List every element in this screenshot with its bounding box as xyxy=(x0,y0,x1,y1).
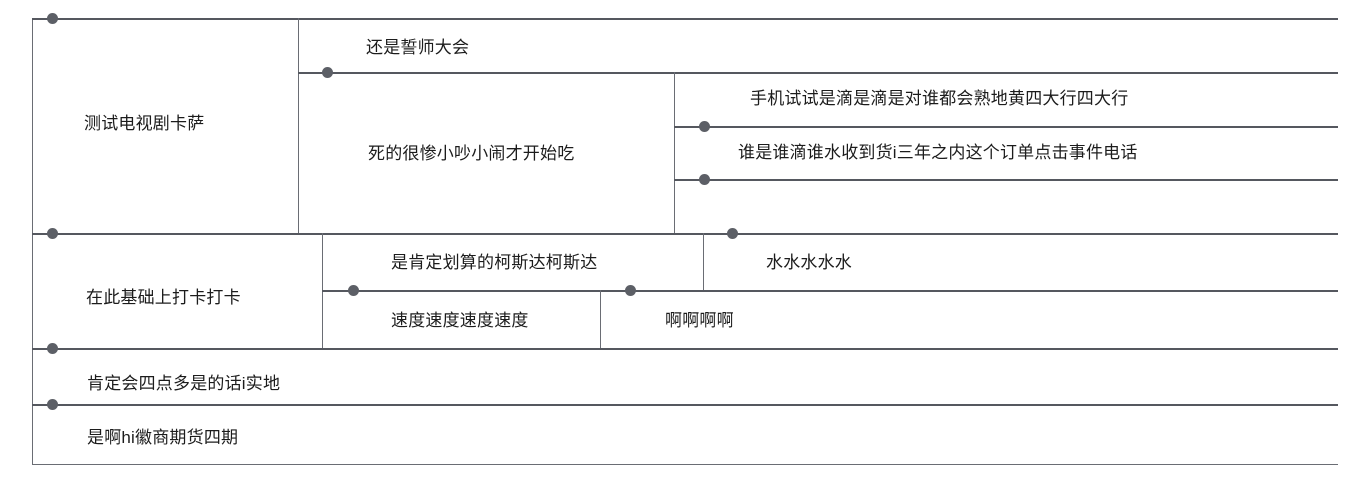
column-divider-l2-g1 xyxy=(674,72,675,233)
node-label-n2-1: 是肯定划算的柯斯达柯斯达 xyxy=(391,253,598,272)
node-dot-n1[interactable] xyxy=(47,13,58,24)
node-label-n2-1-1: 水水水水水 xyxy=(766,253,852,272)
node-dot-n2-1-1[interactable] xyxy=(727,228,738,239)
node-label-n2: 在此基础上打卡打卡 xyxy=(86,288,241,307)
frame-bottom-border xyxy=(32,464,1338,465)
connector-n2-top xyxy=(32,233,1338,235)
column-divider-l2-g2-b xyxy=(600,290,601,348)
node-label-n2-2-1: 啊啊啊啊 xyxy=(665,311,734,330)
node-dot-n2[interactable] xyxy=(47,228,58,239)
node-label-n1-2-2: 谁是谁滴谁水收到货i三年之内这个订单点击事件电话 xyxy=(738,143,1138,162)
node-dot-n4[interactable] xyxy=(47,399,58,410)
connector-n4-top xyxy=(32,404,1338,406)
column-divider-l2-g2-a xyxy=(703,233,704,291)
column-divider-l1-g1 xyxy=(298,18,299,233)
node-label-n3: 肯定会四点多是的话i实地 xyxy=(87,374,281,393)
node-label-n1-1: 还是誓师大会 xyxy=(366,38,470,57)
connector-n2-2 xyxy=(322,290,1338,292)
connector-n3-top xyxy=(32,348,1338,350)
node-dot-n1-2-2[interactable] xyxy=(699,121,710,132)
node-label-n2-2: 速度速度速度速度 xyxy=(391,311,529,330)
connector-n1-2 xyxy=(298,72,1338,74)
node-label-n1-2-1: 手机试试是滴是滴是对谁都会熟地黄四大行四大行 xyxy=(750,89,1129,108)
node-dot-n2-2[interactable] xyxy=(348,285,359,296)
node-label-n1-2: 死的很惨小吵小闹才开始吃 xyxy=(368,144,575,163)
node-label-n4: 是啊hi徽商期货四期 xyxy=(87,428,239,447)
node-dot-n1-2-3[interactable] xyxy=(699,174,710,185)
node-label-n1: 测试电视剧卡萨 xyxy=(84,114,205,133)
node-dot-n3[interactable] xyxy=(47,343,58,354)
node-dot-n1-2[interactable] xyxy=(322,67,333,78)
frame-left-border xyxy=(32,18,33,465)
connector-n1-2-3 xyxy=(674,179,1338,181)
connector-n1-top xyxy=(32,18,1338,20)
connector-n1-2-2 xyxy=(674,126,1338,128)
node-dot-n2-2-1[interactable] xyxy=(625,285,636,296)
